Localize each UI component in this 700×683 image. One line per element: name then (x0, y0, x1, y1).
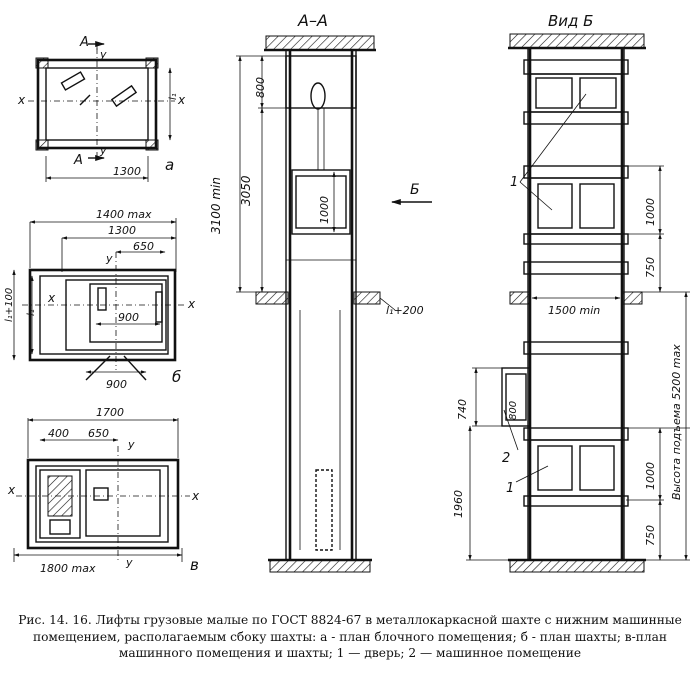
technical-drawing: А y x x А y l₁ 1300 а 1400 max 1300 650 … (4, 11, 690, 575)
view-b-elevation (466, 33, 690, 573)
plan-b-side-dim: l₁+100 (4, 288, 15, 322)
plan-a-cut-top: А (79, 35, 89, 50)
plan-b-axis-x-right: x (187, 297, 196, 311)
plan-b-letter: б (172, 368, 181, 386)
plan-c-axis-x-right: x (191, 489, 200, 503)
view-title: Вид Б (548, 12, 593, 30)
section-a-a (236, 35, 432, 573)
plan-b-axis-y: y (105, 252, 113, 265)
plan-a-block-room (28, 41, 175, 182)
view-room-inner-dim: 800 (508, 401, 519, 420)
view-travel-dim: Высота подъема 5200 max (670, 344, 683, 500)
plan-b-offset-dim: 650 (133, 240, 154, 253)
plan-c-left-dim: 400 (48, 427, 69, 440)
section-upper-dim: 3050 (239, 175, 253, 206)
plan-a-axis-y-bottom: y (99, 144, 107, 157)
view-gap-dim: 750 (644, 257, 657, 278)
figure-caption: Рис. 14. 16. Лифты грузовые малые по ГОС… (0, 612, 700, 662)
section-top-dim: 800 (254, 77, 267, 98)
plan-b-door-dim: 900 (118, 311, 139, 324)
plan-a-l1: l₁ (168, 93, 179, 100)
plan-c-axis-x-left: x (7, 483, 16, 497)
section-title: А–А (297, 11, 328, 30)
section-travel-dim: 3100 min (209, 177, 223, 234)
view-callout-1-upper: 1 (510, 175, 518, 190)
view-door-bottom-dim: 1000 (644, 462, 657, 490)
plan-a-axis-x-right: x (177, 93, 186, 107)
view-shaft-width-dim: 1500 min (548, 304, 600, 317)
view-pit-dim: 750 (644, 525, 657, 546)
plan-b-l1: l₁ (26, 309, 37, 316)
view-callout-1-lower: 1 (506, 481, 514, 496)
view-bottom-dim: 1960 (452, 490, 465, 518)
section-side-dim: l₁+200 (386, 304, 424, 317)
caption-line-1: Рис. 14. 16. Лифты грузовые малые по ГОС… (18, 613, 682, 627)
plan-b-shaft (12, 218, 185, 381)
plan-a-letter: а (165, 156, 174, 174)
view-room-dim: 740 (456, 399, 469, 420)
plan-b-overall-dim: 1400 max (96, 208, 152, 221)
plan-a-axis-y-top: y (99, 48, 107, 61)
plan-c-bottom-dim: 1800 max (40, 562, 96, 575)
plan-a-cut-bottom: А (73, 153, 83, 168)
plan-a-axis-x: x (17, 93, 26, 107)
caption-line-3: машинного помещения и шахты; 1 — дверь; … (118, 646, 582, 660)
view-door-top-dim: 1000 (644, 198, 657, 226)
section-view-arrow: Б (410, 182, 420, 198)
plan-c-offset-dim: 650 (88, 427, 109, 440)
plan-b-bottom-dim: 900 (106, 378, 127, 391)
plan-c-letter: в (190, 556, 199, 574)
section-car-dim: 1000 (318, 196, 331, 224)
plan-b-inner-dim: 1300 (108, 224, 136, 237)
plan-a-width-dim: 1300 (113, 165, 141, 178)
plan-b-axis-x-left: x (47, 291, 56, 305)
caption-line-2: помещением, располагаемым сбоку шахты: а… (32, 629, 668, 644)
plan-c-axis-y: y (127, 438, 135, 451)
view-callout-2: 2 (502, 451, 510, 466)
plan-c-overall-dim: 1700 (96, 406, 124, 419)
plan-c-axis-y-bottom: y (125, 556, 133, 569)
plan-c-machine-room (13, 418, 190, 562)
